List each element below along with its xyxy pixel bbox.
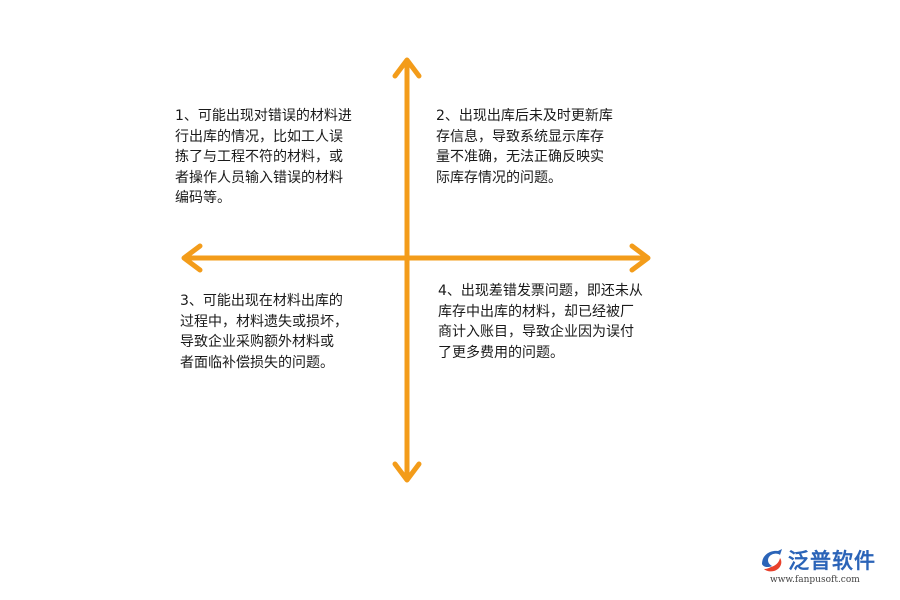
- logo-url: www.fanpusoft.com: [770, 575, 860, 585]
- arrow-up-icon: [392, 57, 422, 79]
- quadrant-3-text: 3、可能出现在材料出库的 过程中，材料遗失或损坏， 导致企业采购额外材料或 者面…: [180, 293, 348, 371]
- arrow-right-icon: [629, 243, 651, 273]
- brand-logo: 泛普软件 www.fanpusoft.com: [758, 544, 888, 588]
- quadrant-4-text: 4、出现差错发票问题，即还未从 库存中出库的材料，却已经被厂 商计入账目，导致企…: [438, 283, 643, 361]
- arrow-down-icon: [392, 461, 422, 483]
- quadrant-1-text: 1、可能出现对错误的材料进 行出库的情况，比如工人误 拣了与工程不符的材料，或 …: [175, 108, 352, 206]
- quadrant-2-text: 2、出现出库后未及时更新库 存信息，导致系统显示库存 量不准确，无法正确反映实 …: [436, 108, 613, 186]
- fanpu-logo-icon: [762, 549, 782, 572]
- arrow-left-icon: [181, 243, 203, 273]
- logo-name: 泛普软件: [788, 549, 876, 573]
